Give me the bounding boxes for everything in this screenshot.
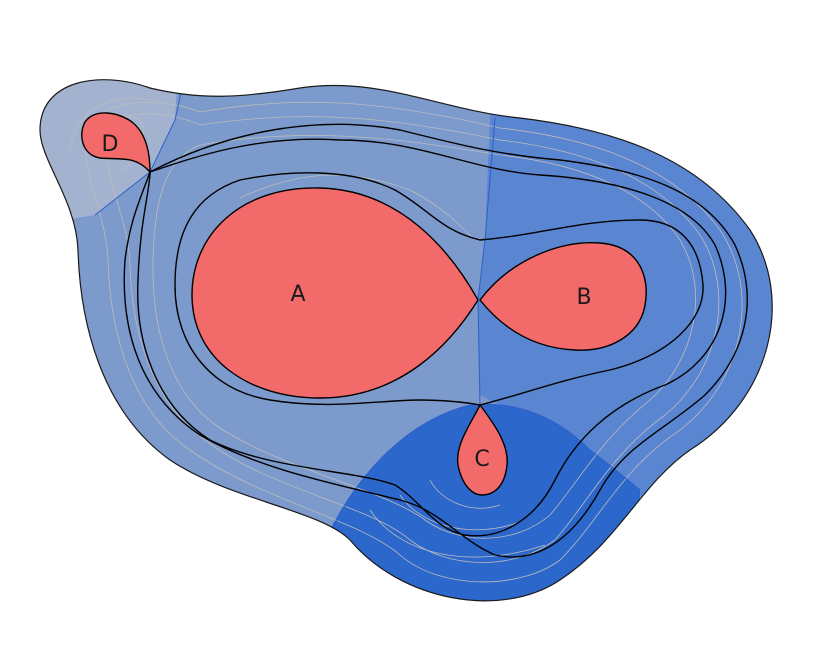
domain-outline [39,79,773,602]
label-d: D [102,132,119,157]
lobes [81,112,647,496]
label-a: A [290,282,305,307]
lobe-b [479,242,647,351]
label-c: C [474,447,489,472]
lobe-c [456,403,508,496]
region-boundaries [94,87,641,531]
separatrices [123,123,748,558]
lobe-d [81,112,151,174]
lobe-a [191,187,479,399]
label-b: B [576,285,591,310]
